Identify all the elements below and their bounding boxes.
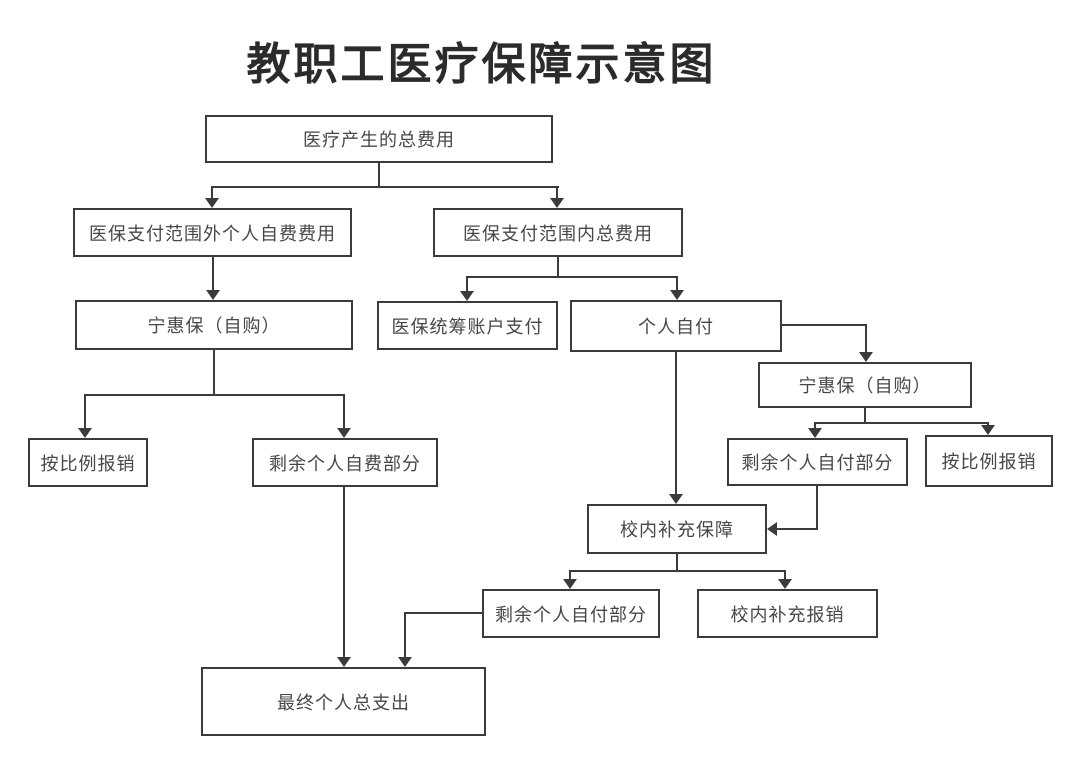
- node-pooled-account-pay: 医保统筹账户支付: [377, 301, 558, 350]
- arrowhead-down-icon: [670, 290, 684, 300]
- arrowhead-down-icon: [808, 428, 822, 438]
- connector-line: [466, 276, 678, 278]
- node-final-personal-total: 最终个人总支出: [201, 667, 486, 736]
- arrowhead-left-icon: [767, 522, 777, 536]
- connector-line: [864, 408, 866, 424]
- connector-line: [569, 570, 786, 572]
- node-ninghuibao-left: 宁惠保（自购）: [75, 300, 353, 350]
- connector-line: [211, 186, 559, 188]
- connector-line: [343, 394, 345, 429]
- connector-line: [865, 324, 867, 354]
- arrowhead-down-icon: [206, 290, 220, 300]
- connector-line: [212, 257, 214, 292]
- node-remaining-self-fee: 剩余个人自费部分: [252, 438, 438, 487]
- connector-line: [556, 186, 558, 200]
- node-outside-scope-self-fee: 医保支付范围外个人自费费用: [73, 208, 352, 257]
- connector-line: [404, 612, 406, 659]
- arrowhead-down-icon: [337, 428, 351, 438]
- connector-line: [814, 422, 988, 424]
- connector-line: [557, 257, 559, 278]
- connector-line: [675, 352, 677, 496]
- node-proportional-reimburse-left: 按比例报销: [28, 438, 148, 487]
- node-proportional-reimburse-right: 按比例报销: [925, 435, 1053, 487]
- arrowhead-down-icon: [78, 428, 92, 438]
- node-total-medical-cost: 医疗产生的总费用: [205, 115, 553, 163]
- connector-line: [814, 422, 816, 430]
- node-remaining-self-pay-upper: 剩余个人自付部分: [727, 438, 908, 486]
- connector-line: [466, 276, 468, 293]
- node-inside-scope-total: 医保支付范围内总费用: [433, 208, 683, 257]
- node-campus-supplement-reimburse: 校内补充报销: [697, 589, 878, 638]
- arrowhead-down-icon: [669, 494, 683, 504]
- connector-line: [782, 324, 867, 326]
- arrowhead-down-icon: [859, 352, 873, 362]
- arrowhead-down-icon: [460, 291, 474, 301]
- arrowhead-down-icon: [550, 198, 564, 208]
- connector-line: [378, 162, 380, 187]
- arrowhead-down-icon: [778, 579, 792, 589]
- connector-line: [84, 394, 86, 429]
- node-campus-supplement-insurance: 校内补充保障: [587, 504, 767, 554]
- connector-line: [987, 422, 989, 427]
- arrowhead-down-icon: [398, 657, 412, 667]
- arrowhead-down-icon: [205, 198, 219, 208]
- connector-line: [211, 186, 213, 200]
- connector-line: [404, 612, 482, 614]
- node-ninghuibao-right: 宁惠保（自购）: [758, 362, 972, 408]
- connector-line: [676, 276, 678, 292]
- connector-line: [84, 394, 345, 396]
- arrowhead-down-icon: [337, 657, 351, 667]
- node-remaining-self-pay-lower: 剩余个人自付部分: [482, 589, 660, 638]
- connector-line: [784, 570, 786, 580]
- diagram-title: 教职工医疗保障示意图: [246, 40, 717, 89]
- connector-line: [569, 570, 571, 580]
- connector-line: [816, 486, 818, 529]
- arrowhead-down-icon: [981, 425, 995, 435]
- connector-line: [213, 350, 215, 396]
- connector-line: [777, 528, 818, 530]
- arrowhead-down-icon: [563, 579, 577, 589]
- connector-line: [676, 554, 678, 572]
- node-personal-self-pay: 个人自付: [570, 300, 782, 352]
- connector-line: [343, 487, 345, 659]
